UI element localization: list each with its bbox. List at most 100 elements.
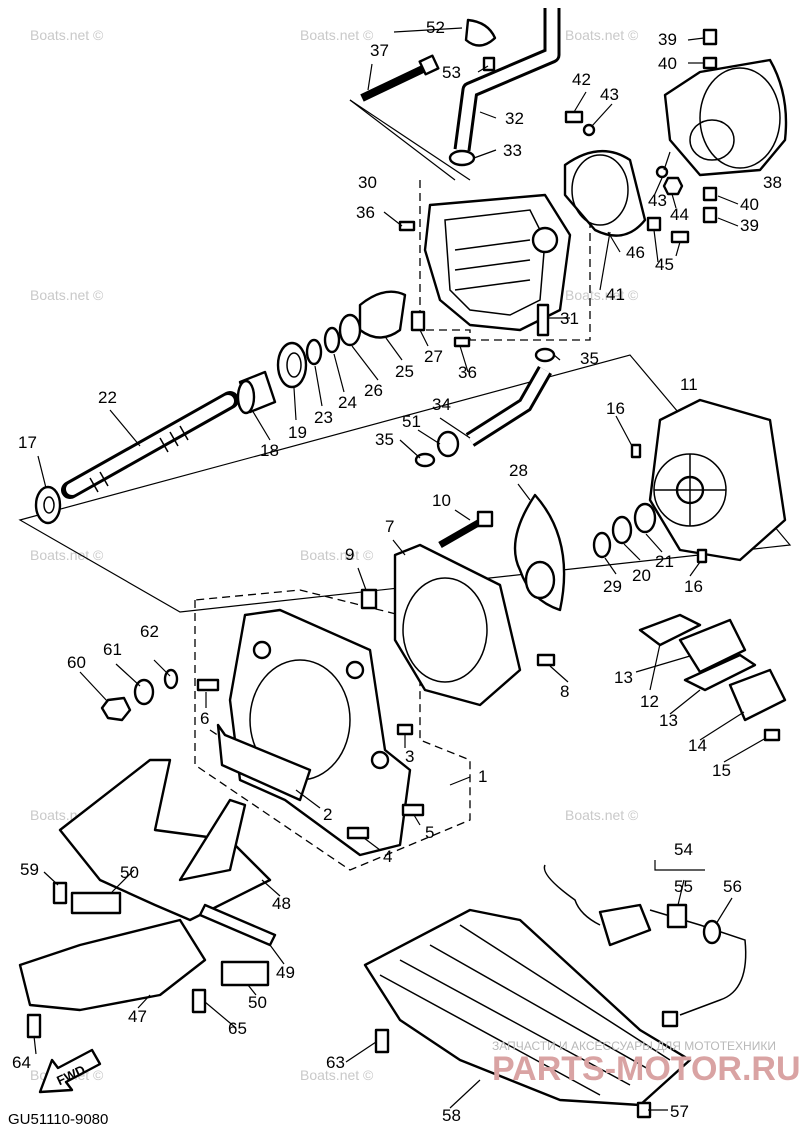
- watermark: Boats.net ©: [565, 27, 639, 43]
- hose-32: [453, 8, 561, 152]
- callout-number: 16: [606, 399, 625, 418]
- bolt-37: [360, 54, 440, 102]
- callout-number: 44: [670, 205, 689, 224]
- callout-number: 18: [260, 441, 279, 460]
- watermark: Boats.net ©: [565, 807, 639, 823]
- watermark: Boats.net ©: [30, 547, 104, 563]
- collar-46: [646, 216, 662, 232]
- driveshaft-22: [61, 391, 239, 499]
- callout-number: 46: [626, 243, 645, 262]
- cover-25: [358, 290, 407, 339]
- steering-nozzle-38: [663, 58, 788, 177]
- bolt-39: [702, 28, 718, 224]
- bolt-27: [410, 310, 426, 332]
- sleeve-18: [236, 370, 277, 415]
- watermark: Boats.net ©: [30, 287, 104, 303]
- callout-number: 43: [648, 191, 667, 210]
- block-50: [70, 891, 270, 987]
- callout-number: 14: [688, 736, 707, 755]
- clamp-52: [464, 18, 497, 47]
- callout-number: 5: [425, 823, 434, 842]
- grate-2: [216, 723, 312, 802]
- callout-number: 29: [603, 577, 622, 596]
- callout-number: 30: [358, 173, 377, 192]
- callout-number: 17: [18, 433, 37, 452]
- callout-number: 41: [606, 285, 625, 304]
- callout-number: 34: [432, 395, 451, 414]
- callout-layer: 1 2 3 4 5 6 7 8 9 10 11 12 13 13 14 15 1…: [12, 18, 782, 1125]
- callout-number: 13: [659, 711, 678, 730]
- callout-number: 39: [658, 30, 677, 49]
- pump-housing-11: [648, 398, 787, 562]
- callout-number: 40: [740, 195, 759, 214]
- watermark: Boats.net ©: [300, 1067, 374, 1083]
- strip-49: [198, 903, 277, 947]
- callout-number: 36: [458, 363, 477, 382]
- pin-6: [196, 678, 220, 692]
- callout-number: 21: [655, 552, 674, 571]
- watermark: Boats.net ©: [300, 547, 374, 563]
- nozzle-41: [563, 149, 647, 237]
- callout-number: 13: [614, 668, 633, 687]
- bolt-42: [564, 110, 584, 124]
- ring-21: [633, 502, 657, 534]
- callout-number: 39: [740, 216, 759, 235]
- dealer-watermark-logo: PARTS-MOTOR.RU: [492, 1050, 800, 1088]
- callout-number: 59: [20, 860, 39, 879]
- callout-number: 47: [128, 1007, 147, 1026]
- watermark: Boats.net ©: [565, 287, 639, 303]
- ring-29: [592, 531, 612, 559]
- callout-number: 25: [395, 362, 414, 381]
- callout-number: 42: [572, 70, 591, 89]
- callout-number: 60: [67, 653, 86, 672]
- callout-number: 28: [509, 461, 528, 480]
- callout-number: 49: [276, 963, 295, 982]
- bolt-45: [670, 230, 690, 244]
- callout-number: 52: [426, 18, 445, 37]
- bolt-53: [482, 56, 496, 72]
- callout-number: 23: [314, 408, 333, 427]
- callout-number: 24: [338, 393, 357, 412]
- callout-number: 63: [326, 1053, 345, 1072]
- gasket-13: [638, 613, 757, 692]
- ring-20: [611, 515, 633, 545]
- nut-56b: [661, 1010, 679, 1028]
- callout-number: 40: [658, 54, 677, 73]
- callout-number: 7: [385, 517, 394, 536]
- washer-24: [323, 326, 341, 354]
- sensor-cable-54: [543, 864, 747, 1016]
- callout-number: 36: [356, 203, 375, 222]
- callout-number: 33: [503, 141, 522, 160]
- intake-grate-58: [363, 908, 692, 1107]
- callout-number: 32: [505, 109, 524, 128]
- clip-35: [414, 347, 556, 468]
- callout-number: 2: [323, 805, 332, 824]
- callout-number: 10: [432, 491, 451, 510]
- nut-44: [662, 176, 684, 196]
- intake-plate-1: [228, 608, 412, 857]
- callout-number: 3: [405, 747, 414, 766]
- bolt-8: [536, 653, 556, 667]
- callout-number: 58: [442, 1106, 461, 1125]
- leader-lines: [33, 27, 767, 1111]
- bolt-15: [763, 728, 781, 742]
- callout-number: 11: [680, 375, 698, 394]
- callout-number: 35: [580, 349, 599, 368]
- callout-number: 22: [98, 388, 117, 407]
- bearing-17: [34, 485, 62, 525]
- washer-23: [305, 338, 323, 366]
- callout-number: 35: [375, 430, 394, 449]
- pin-36: [398, 220, 471, 348]
- callout-number: 6: [200, 709, 209, 728]
- callout-number: 64: [12, 1053, 31, 1072]
- dealer-watermark-line: ЗАПЧАСТИ И АКСЕССУАРЫ ДЛЯ МОТОТЕХНИКИ: [492, 1039, 776, 1053]
- bolt-63: [374, 1028, 390, 1054]
- duct-7: [393, 543, 522, 707]
- callout-number: 37: [370, 41, 389, 60]
- callout-number: 57: [670, 1102, 689, 1121]
- callout-number: 53: [442, 63, 461, 82]
- callout-number: 20: [632, 566, 651, 585]
- bearing-19: [276, 341, 308, 389]
- callout-number: 43: [600, 85, 619, 104]
